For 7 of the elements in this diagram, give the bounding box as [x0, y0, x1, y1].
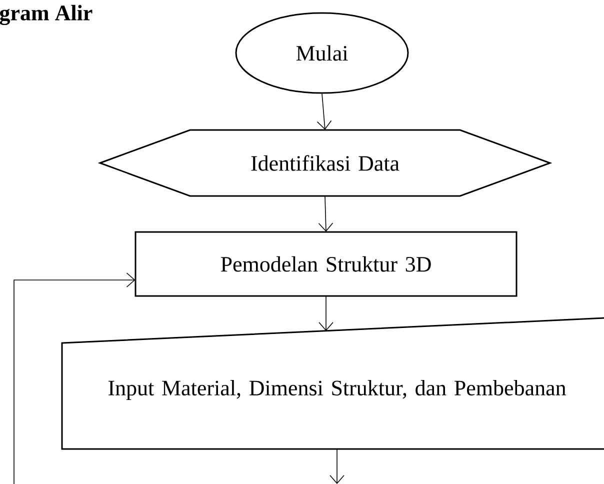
arrow: [318, 296, 334, 331]
arrow: [14, 272, 136, 484]
arrow: [318, 196, 334, 232]
process-box: Pemodelan Struktur 3D: [134, 231, 518, 297]
title: gram Alir: [0, 4, 92, 26]
arrow: [330, 448, 344, 484]
arrow: [316, 93, 332, 130]
